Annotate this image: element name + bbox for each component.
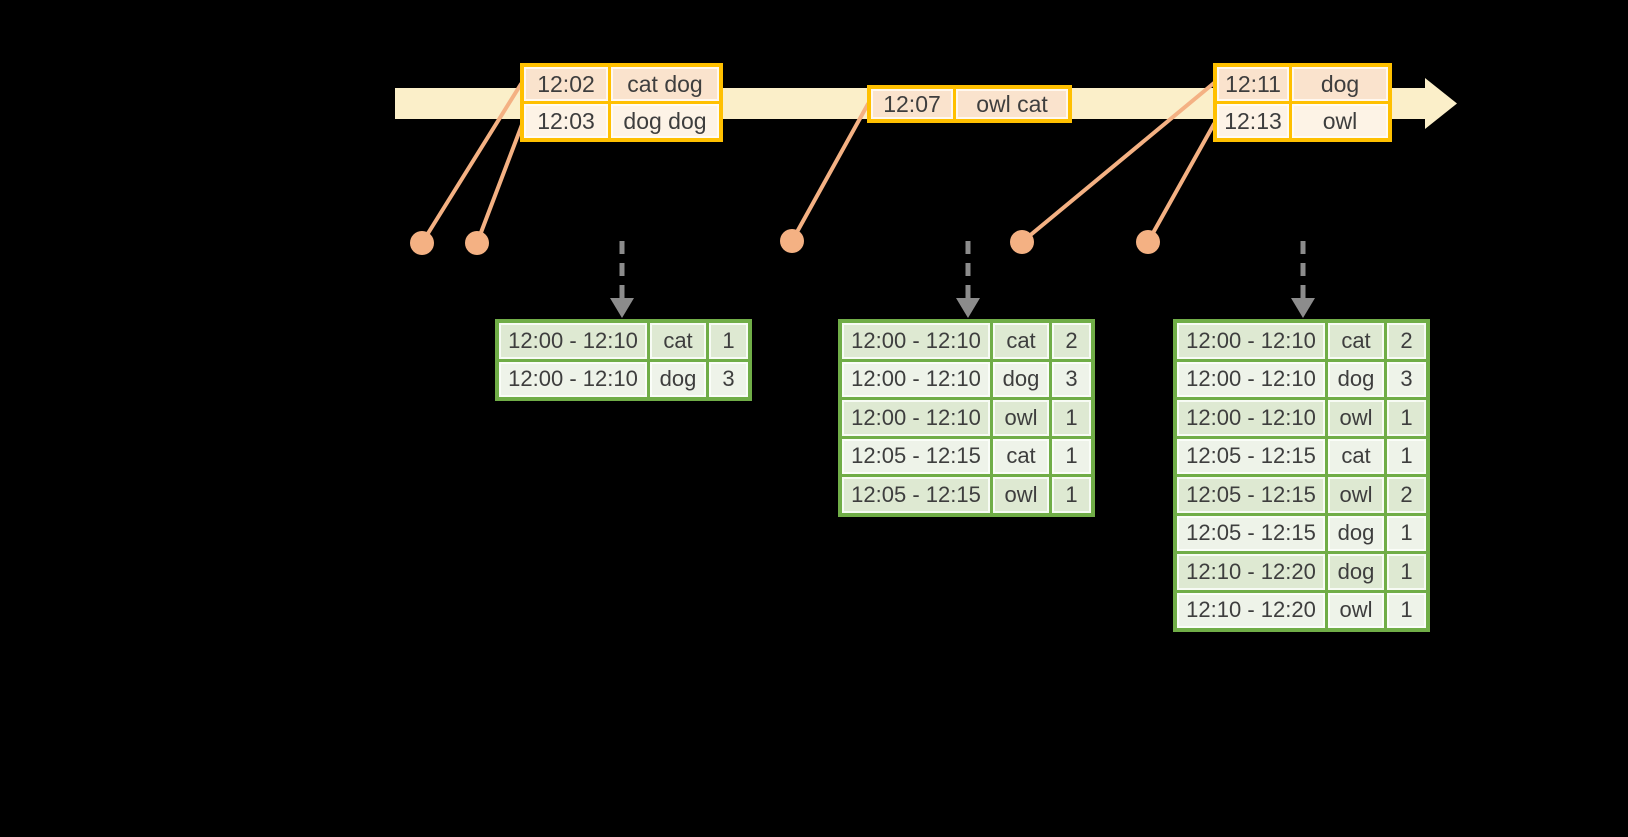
word-cell: dog [1328,554,1384,590]
window-cell: 12:00 - 12:10 [842,400,990,436]
window-cell: 12:00 - 12:10 [842,323,990,359]
window-cell: 12:05 - 12:15 [1177,515,1325,551]
event-connector-line [1146,122,1216,244]
event-words-cell: owl [1292,104,1388,138]
window-cell: 12:05 - 12:15 [842,438,990,474]
trigger-arrow-icon [610,241,634,318]
event-words-cell: dog [1292,67,1388,101]
window-cell: 12:00 - 12:10 [499,323,647,359]
word-cell: owl [1328,477,1384,513]
word-cell: dog [993,361,1049,397]
count-cell: 1 [1387,554,1426,590]
count-cell: 1 [1052,400,1091,436]
count-cell: 3 [1387,361,1426,397]
event-words-cell: owl cat [956,89,1068,119]
event-words-cell: dog dog [611,104,719,138]
word-cell: dog [650,361,706,397]
window-cell: 12:00 - 12:10 [842,361,990,397]
event-time-cell: 12:03 [524,104,608,138]
word-cell: owl [1328,400,1384,436]
count-cell: 2 [1052,323,1091,359]
word-cell: cat [1328,438,1384,474]
word-cell: owl [1328,592,1384,628]
window-cell: 12:10 - 12:20 [1177,554,1325,590]
window-cell: 12:00 - 12:10 [1177,323,1325,359]
window-cell: 12:05 - 12:15 [842,477,990,513]
word-cell: owl [993,400,1049,436]
event-time-cell: 12:07 [871,89,953,119]
timeline-arrowhead-icon [1425,78,1457,129]
window-cell: 12:00 - 12:10 [499,361,647,397]
window-cell: 12:00 - 12:10 [1177,361,1325,397]
count-cell: 3 [1052,361,1091,397]
window-cell: 12:05 - 12:15 [1177,438,1325,474]
count-cell: 1 [1387,592,1426,628]
trigger-arrows [610,241,1315,318]
count-cell: 1 [1387,400,1426,436]
word-cell: dog [1328,361,1384,397]
count-cell: 1 [1052,438,1091,474]
trigger-arrow-icon [956,241,980,318]
count-cell: 1 [1387,515,1426,551]
count-cell: 1 [709,323,748,359]
event-dot [410,231,434,255]
event-table-2: 12:07 owl cat [867,85,1072,123]
event-table-3: 12:11 dog 12:13 owl [1213,63,1392,142]
event-dot [465,231,489,255]
event-time-cell: 12:11 [1217,67,1289,101]
count-cell: 1 [1387,438,1426,474]
word-cell: cat [1328,323,1384,359]
word-cell: dog [1328,515,1384,551]
result-table-3: 12:00 - 12:10 cat 2 12:00 - 12:10 dog 3 … [1173,319,1430,632]
event-connector-line [475,120,525,245]
event-dot [1136,230,1160,254]
result-table-2: 12:00 - 12:10 cat 2 12:00 - 12:10 dog 3 … [838,319,1095,517]
trigger-arrow-icon [1291,241,1315,318]
event-connectors [420,81,1216,245]
event-dots [410,229,1160,255]
event-connector-line [420,82,523,245]
event-dot [780,229,804,253]
window-cell: 12:00 - 12:10 [1177,400,1325,436]
event-connector-line [1020,81,1216,244]
result-table-1: 12:00 - 12:10 cat 1 12:00 - 12:10 dog 3 [495,319,752,401]
word-cell: owl [993,477,1049,513]
word-cell: cat [993,323,1049,359]
count-cell: 2 [1387,477,1426,513]
window-cell: 12:05 - 12:15 [1177,477,1325,513]
event-table-1: 12:02 cat dog 12:03 dog dog [520,63,723,142]
count-cell: 2 [1387,323,1426,359]
count-cell: 3 [709,361,748,397]
count-cell: 1 [1052,477,1091,513]
word-cell: cat [650,323,706,359]
event-words-cell: cat dog [611,67,719,101]
event-dot [1010,230,1034,254]
event-connector-line [790,102,870,243]
event-time-cell: 12:02 [524,67,608,101]
event-time-cell: 12:13 [1217,104,1289,138]
window-cell: 12:10 - 12:20 [1177,592,1325,628]
word-cell: cat [993,438,1049,474]
